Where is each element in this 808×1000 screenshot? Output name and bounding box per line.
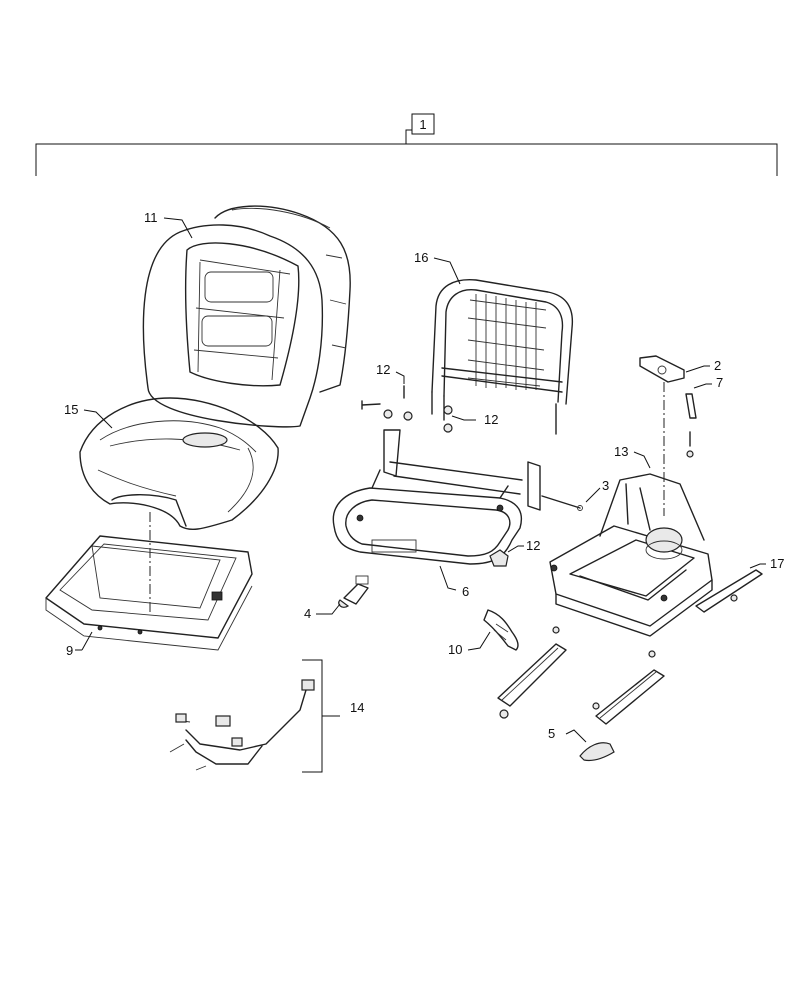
callout-13: 13 [614,444,628,459]
suspension-base [549,473,713,637]
assembly-bracket [35,113,778,176]
callout-2: 2 [714,358,721,373]
backrest-frame [431,279,574,435]
callout-12c: 12 [526,538,540,553]
seat-frame [332,429,541,565]
mount-bracket [639,355,685,383]
seat-base-tray [45,535,253,651]
fastener-set-upper [361,385,453,433]
callout-17: 17 [770,556,784,571]
callout-12a: 12 [376,362,390,377]
seat-cushion [79,397,279,531]
callout-14: 14 [350,700,364,715]
nut-lower [489,549,509,567]
seat-back-cushion [142,205,351,428]
callout-10: 10 [448,642,462,657]
callout-4: 4 [304,606,311,621]
release-handle [695,569,763,613]
callout-6: 6 [462,584,469,599]
callout-12b: 12 [484,412,498,427]
pivot-pin [541,495,583,511]
callout-15: 15 [64,402,78,417]
callout-5: 5 [548,726,555,741]
latch-bracket [483,609,519,651]
adjust-lever [338,575,369,608]
slide-rail-left [497,626,567,719]
callout-1: 1 [419,117,426,132]
slide-rail-right [579,650,665,762]
spring-pin [685,393,697,458]
wiring-harness [169,679,315,771]
callout-11: 11 [144,210,158,225]
callout-7: 7 [716,375,723,390]
callout-16: 16 [414,250,428,265]
callout-9: 9 [66,643,73,658]
callout-3: 3 [602,478,609,493]
